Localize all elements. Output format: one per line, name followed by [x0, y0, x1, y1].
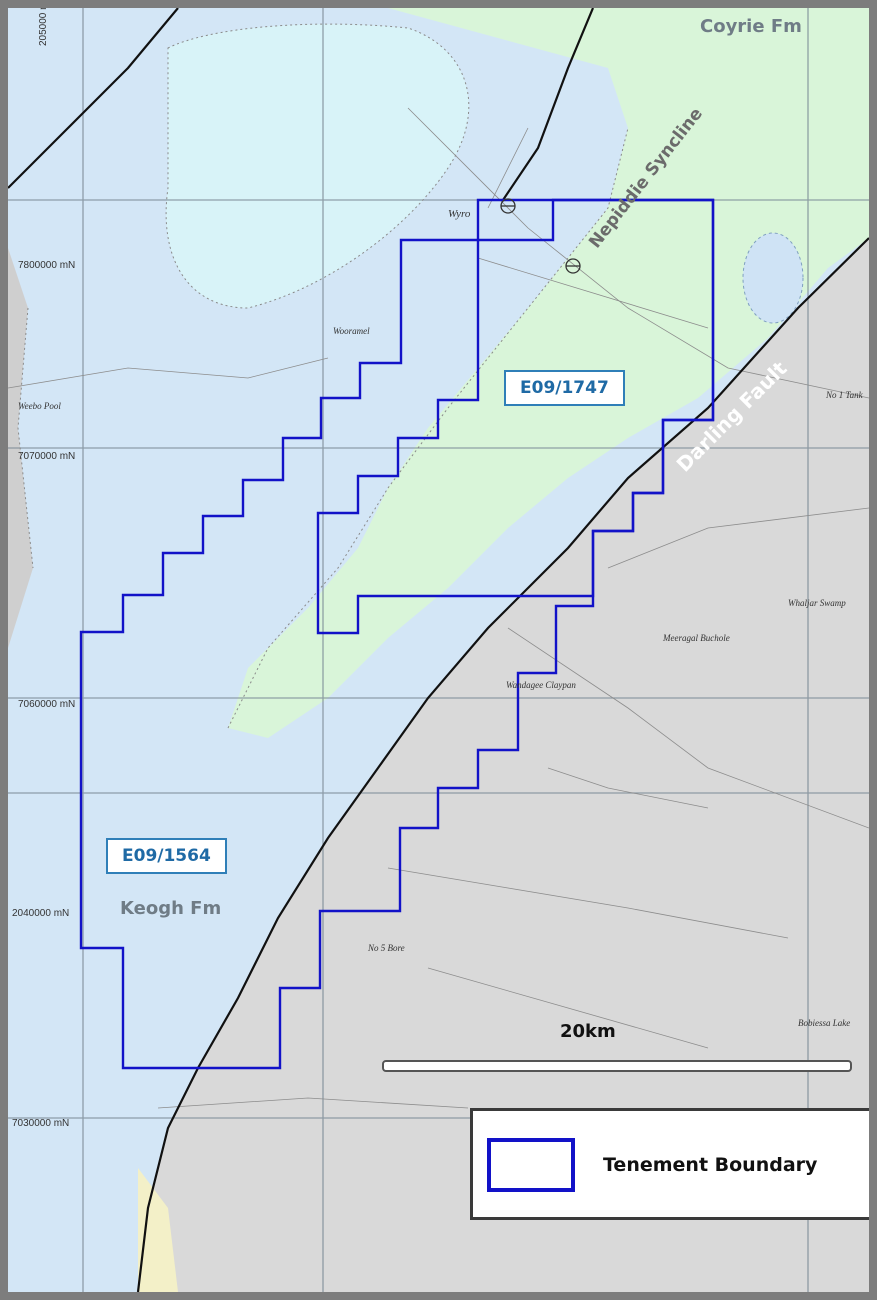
tenement-label-e09-1747: E09/1747: [504, 370, 625, 406]
grid-label: 7030000 mN: [12, 1118, 70, 1129]
map-grid: [8, 8, 869, 1292]
map-canvas: [8, 8, 869, 1292]
grid-label: 7060000 mN: [18, 699, 76, 710]
geology-map: Coyrie Fm Keogh Fm Nepiddie Syncline Dar…: [8, 8, 869, 1292]
scale-bar: [382, 1060, 852, 1072]
geology-contacts: [17, 23, 629, 729]
place-label: Whaljar Swamp: [788, 598, 846, 608]
fault-lines: [8, 8, 869, 1292]
grey-west-strip: [8, 248, 33, 648]
map-roads: [8, 107, 869, 1109]
place-label: Weebo Pool: [18, 401, 61, 411]
formation-label-coyrie: Coyrie Fm: [700, 16, 802, 37]
grid-label: 205000 mE: [38, 8, 49, 46]
cyan-syncline-unit: [166, 24, 469, 308]
legend-tenement-swatch: [487, 1138, 575, 1192]
scale-bar-label: 20km: [560, 1021, 616, 1042]
place-label: Wandagee Claypan: [506, 680, 576, 690]
place-label: Bobiessa Lake: [798, 1018, 851, 1028]
formation-label-keogh: Keogh Fm: [120, 898, 222, 919]
blue-lens-unit: [742, 232, 804, 324]
grid-label: 2040000 mN: [12, 908, 70, 919]
grid-label: 7070000 mN: [18, 451, 76, 462]
tenement-label-e09-1564: E09/1564: [106, 838, 227, 874]
place-label: Wyro: [448, 208, 471, 220]
map-legend: Tenement Boundary: [470, 1108, 869, 1220]
place-label: No 5 Bore: [368, 943, 405, 953]
place-label: No 1 Tank: [826, 390, 863, 400]
legend-tenement-label: Tenement Boundary: [603, 1154, 818, 1176]
grid-label: 7800000 mN: [18, 260, 76, 271]
place-label: Wooramel: [333, 326, 370, 336]
yellow-unit: [138, 1168, 178, 1292]
tenement-boundary-e09-1747: [316, 198, 715, 635]
place-label: Meeragal Buchole: [663, 633, 730, 643]
